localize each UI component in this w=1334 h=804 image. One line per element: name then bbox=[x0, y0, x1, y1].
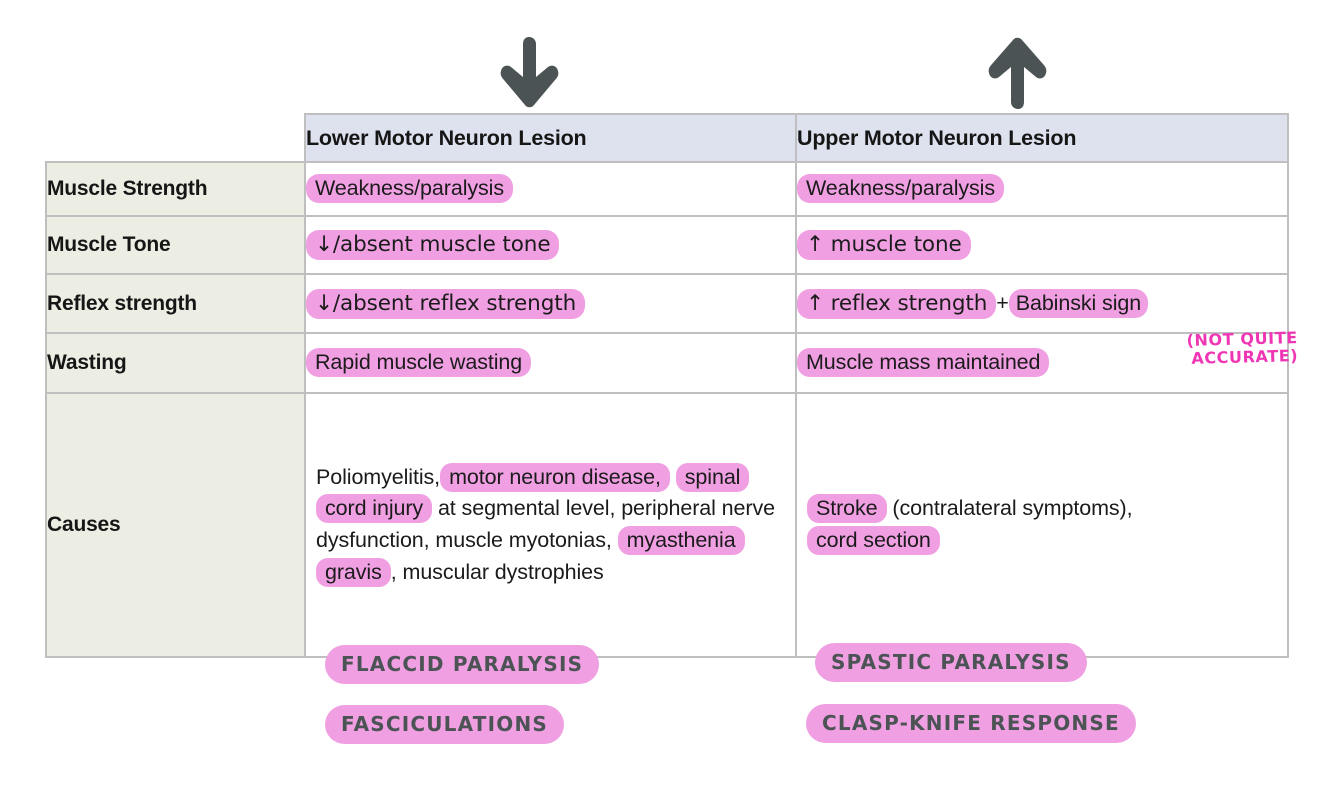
cell-lmn-reflex-strength: ↓/absent reflex strength bbox=[304, 273, 797, 334]
highlight-chip: cord section bbox=[807, 526, 940, 555]
text-segment: (contralateral symptoms), bbox=[892, 496, 1133, 521]
cell-lmn-muscle-strength: Weakness/paralysis bbox=[304, 161, 797, 217]
column-header-lmn: Lower Motor Neuron Lesion bbox=[304, 113, 797, 163]
text-segment: Poliomyelitis, bbox=[316, 464, 441, 489]
highlight-chip: Rapid muscle wasting bbox=[306, 348, 532, 378]
cell-umn-reflex-strength: ↑ reflex strength+Babinski sign bbox=[795, 273, 1289, 334]
cell-umn-muscle-tone: ↑ muscle tone bbox=[795, 215, 1289, 275]
lmn-umn-comparison-table: Lower Motor Neuron Lesion Upper Motor Ne… bbox=[45, 113, 1289, 658]
text-segment: at segmental level, peripheral nerve dys… bbox=[316, 496, 775, 552]
highlight-chip: Weakness/paralysis bbox=[306, 174, 513, 204]
annotation-spastic-paralysis: SPASTIC PARALYSIS bbox=[815, 643, 1087, 682]
arrow-up-icon bbox=[986, 36, 1050, 114]
highlight-chip: motor neuron disease, bbox=[440, 462, 670, 492]
row-label-causes: Causes bbox=[45, 392, 306, 658]
arrow-down-icon bbox=[498, 33, 562, 111]
text-segment: , muscular dystrophies bbox=[390, 559, 604, 584]
annotation-flaccid-paralysis: FLACCID PARALYSIS bbox=[325, 645, 600, 684]
causes-paragraph-umn: Stroke (contralateral symptoms), cord sec… bbox=[807, 493, 1275, 556]
plus-separator: + bbox=[996, 290, 1009, 315]
annotation-fasciculations: FASCICULATIONS bbox=[325, 705, 564, 744]
table-corner-cell bbox=[46, 114, 305, 162]
highlight-chip: Weakness/paralysis bbox=[797, 174, 1004, 204]
highlight-chip: ↓/absent reflex strength bbox=[306, 288, 586, 319]
highlight-chip: ↓/absent muscle tone bbox=[306, 230, 560, 261]
table-row: Wasting Rapid muscle wasting Muscle mass… bbox=[45, 332, 1289, 394]
highlight-chip: ↑ reflex strength bbox=[797, 288, 997, 319]
highlight-chip: ↑ muscle tone bbox=[797, 230, 971, 261]
comparison-table-wrapper: Lower Motor Neuron Lesion Upper Motor Ne… bbox=[45, 113, 1289, 658]
arrow-row bbox=[0, 0, 1334, 118]
column-header-umn: Upper Motor Neuron Lesion bbox=[795, 113, 1289, 163]
cell-umn-causes: Stroke (contralateral symptoms), cord sec… bbox=[795, 392, 1289, 658]
row-label-muscle-strength: Muscle Strength bbox=[45, 161, 306, 217]
handwritten-note-not-quite-accurate: (NOT QUITE ACCURATE) bbox=[1186, 328, 1299, 368]
table-row: Causes Poliomyelitis,motor neuron diseas… bbox=[45, 392, 1289, 658]
row-label-wasting: Wasting bbox=[45, 332, 306, 394]
highlight-chip: Babinski sign bbox=[1008, 288, 1149, 318]
cell-umn-muscle-strength: Weakness/paralysis bbox=[795, 161, 1289, 217]
row-label-reflex-strength: Reflex strength bbox=[45, 273, 306, 334]
highlight-chip: Stroke bbox=[807, 494, 887, 524]
table-row: Muscle Strength Weakness/paralysis Weakn… bbox=[45, 161, 1289, 217]
cell-lmn-causes: Poliomyelitis,motor neuron disease, spin… bbox=[304, 392, 797, 658]
table-row: Reflex strength ↓/absent reflex strength… bbox=[45, 273, 1289, 334]
cell-lmn-muscle-tone: ↓/absent muscle tone bbox=[304, 215, 797, 275]
highlight-chip: Muscle mass maintained bbox=[797, 348, 1050, 378]
row-label-muscle-tone: Muscle Tone bbox=[45, 215, 306, 275]
table-row: Muscle Tone ↓/absent muscle tone ↑ muscl… bbox=[45, 215, 1289, 275]
table-header-row: Lower Motor Neuron Lesion Upper Motor Ne… bbox=[46, 113, 1289, 163]
causes-paragraph-lmn: Poliomyelitis,motor neuron disease, spin… bbox=[316, 462, 783, 588]
cell-umn-wasting: Muscle mass maintained bbox=[795, 332, 1289, 394]
annotation-clasp-knife-response: CLASP-KNIFE RESPONSE bbox=[806, 704, 1136, 743]
cell-lmn-wasting: Rapid muscle wasting bbox=[304, 332, 797, 394]
